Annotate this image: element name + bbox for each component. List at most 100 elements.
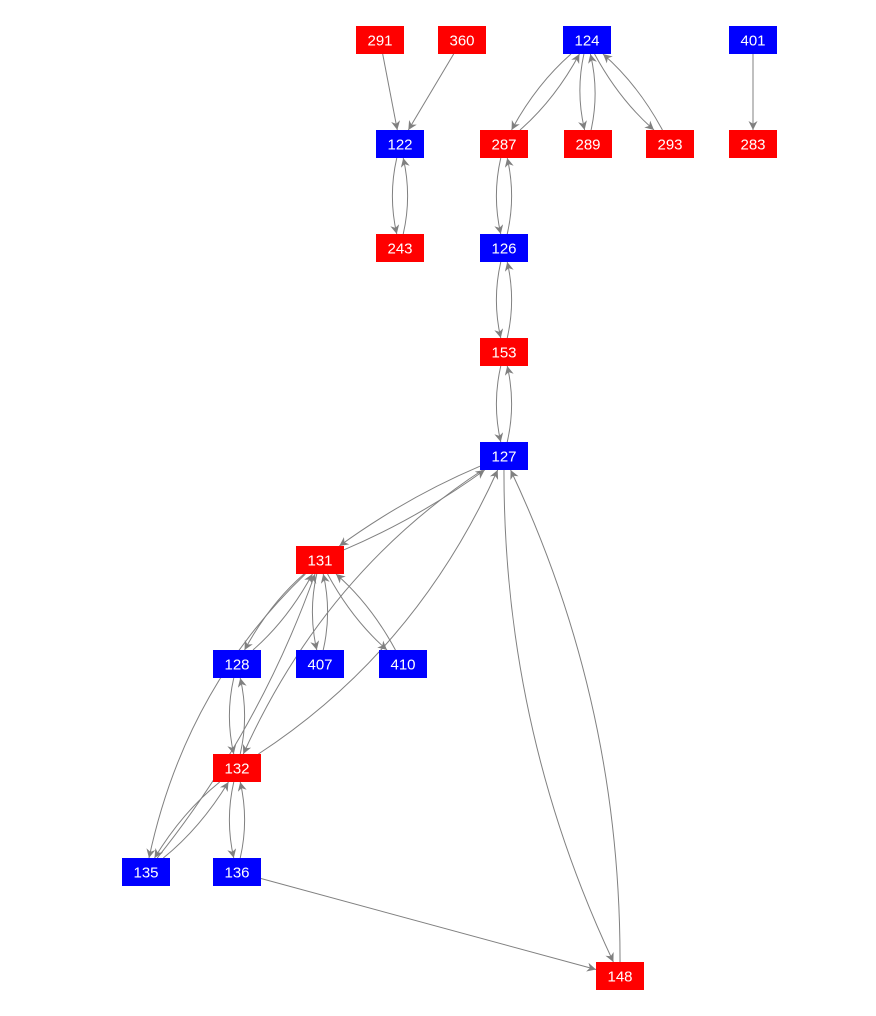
- node-293[interactable]: 293: [646, 130, 694, 158]
- node-box: [356, 26, 404, 54]
- edge-148-to-127: [510, 469, 621, 963]
- node-label: 243: [387, 241, 412, 258]
- node-360[interactable]: 360: [438, 26, 486, 54]
- node-box: [296, 650, 344, 678]
- node-box: [379, 650, 427, 678]
- edge-153-to-126: [504, 261, 514, 339]
- node-label: 126: [491, 241, 516, 258]
- edge-126-to-287: [504, 157, 514, 235]
- edge-136-to-132: [237, 781, 247, 859]
- edges-layer: [146, 53, 758, 972]
- node-label: 153: [491, 345, 516, 362]
- edge-135-to-132: [162, 781, 229, 859]
- node-box: [376, 130, 424, 158]
- node-label: 360: [449, 33, 474, 50]
- edge-243-to-122: [400, 157, 410, 235]
- node-label: 136: [224, 865, 249, 882]
- edge-124-to-289: [578, 53, 587, 131]
- node-135[interactable]: 135: [122, 858, 170, 886]
- node-label: 132: [224, 761, 249, 778]
- node-124[interactable]: 124: [563, 26, 611, 54]
- edge-132-to-135: [154, 781, 221, 859]
- node-label: 289: [575, 137, 600, 154]
- node-box: [729, 26, 777, 54]
- node-label: 410: [390, 657, 415, 674]
- node-box: [438, 26, 486, 54]
- node-box: [376, 234, 424, 262]
- node-243[interactable]: 243: [376, 234, 424, 262]
- node-148[interactable]: 148: [596, 962, 644, 990]
- node-box: [296, 546, 344, 574]
- edge-360-to-122: [407, 53, 455, 131]
- node-label: 124: [574, 33, 599, 50]
- edge-128-to-131: [252, 573, 313, 651]
- node-box: [480, 234, 528, 262]
- node-box: [596, 962, 644, 990]
- node-136[interactable]: 136: [213, 858, 261, 886]
- node-label: 135: [133, 865, 158, 882]
- edge-124-to-293: [594, 53, 655, 131]
- node-label: 401: [740, 33, 765, 50]
- node-box: [480, 338, 528, 366]
- node-label: 287: [491, 137, 516, 154]
- edge-131-to-127: [343, 469, 485, 551]
- node-label: 283: [740, 137, 765, 154]
- node-label: 127: [491, 449, 516, 466]
- node-291[interactable]: 291: [356, 26, 404, 54]
- node-box: [563, 26, 611, 54]
- edge-127-to-153: [504, 365, 514, 443]
- edge-287-to-126: [494, 157, 504, 235]
- edge-131-to-410: [327, 573, 388, 651]
- edge-132-to-127: [258, 469, 499, 755]
- node-label: 148: [607, 969, 632, 986]
- node-box: [646, 130, 694, 158]
- edge-410-to-131: [335, 573, 396, 651]
- node-box: [213, 858, 261, 886]
- node-box: [213, 754, 261, 782]
- node-label: 293: [657, 137, 682, 154]
- edge-127-to-132: [242, 469, 483, 755]
- edge-135-to-131: [156, 573, 317, 859]
- node-289[interactable]: 289: [564, 130, 612, 158]
- edge-131-to-128: [244, 573, 305, 651]
- node-label: 128: [224, 657, 249, 674]
- edge-128-to-132: [227, 677, 237, 755]
- node-box: [480, 442, 528, 470]
- edge-132-to-136: [227, 781, 237, 859]
- node-153[interactable]: 153: [480, 338, 528, 366]
- node-label: 131: [307, 553, 332, 570]
- edge-132-to-128: [237, 677, 247, 755]
- node-label: 407: [307, 657, 332, 674]
- edge-293-to-124: [602, 53, 663, 131]
- edge-287-to-124: [519, 53, 580, 131]
- node-box: [729, 130, 777, 158]
- node-box: [564, 130, 612, 158]
- node-410[interactable]: 410: [379, 650, 427, 678]
- node-287[interactable]: 287: [480, 130, 528, 158]
- node-128[interactable]: 128: [213, 650, 261, 678]
- node-131[interactable]: 131: [296, 546, 344, 574]
- edge-291-to-122: [382, 53, 401, 131]
- nodes-layer: 291 360 124 401 122 287 289 293 283 243 126 153 127 1…: [122, 26, 777, 990]
- node-407[interactable]: 407: [296, 650, 344, 678]
- node-122[interactable]: 122: [376, 130, 424, 158]
- node-126[interactable]: 126: [480, 234, 528, 262]
- edge-127-to-131: [339, 465, 481, 547]
- node-label: 291: [367, 33, 392, 50]
- node-label: 122: [387, 137, 412, 154]
- edge-289-to-124: [588, 53, 597, 131]
- edge-131-to-407: [310, 573, 320, 651]
- edge-122-to-243: [390, 157, 400, 235]
- edge-136-to-148: [260, 878, 597, 972]
- edge-127-to-148: [503, 469, 614, 963]
- node-box: [480, 130, 528, 158]
- edge-126-to-153: [494, 261, 504, 339]
- node-283[interactable]: 283: [729, 130, 777, 158]
- node-127[interactable]: 127: [480, 442, 528, 470]
- node-401[interactable]: 401: [729, 26, 777, 54]
- node-132[interactable]: 132: [213, 754, 261, 782]
- node-box: [122, 858, 170, 886]
- edge-407-to-131: [320, 573, 330, 651]
- edge-131-to-135: [146, 573, 306, 859]
